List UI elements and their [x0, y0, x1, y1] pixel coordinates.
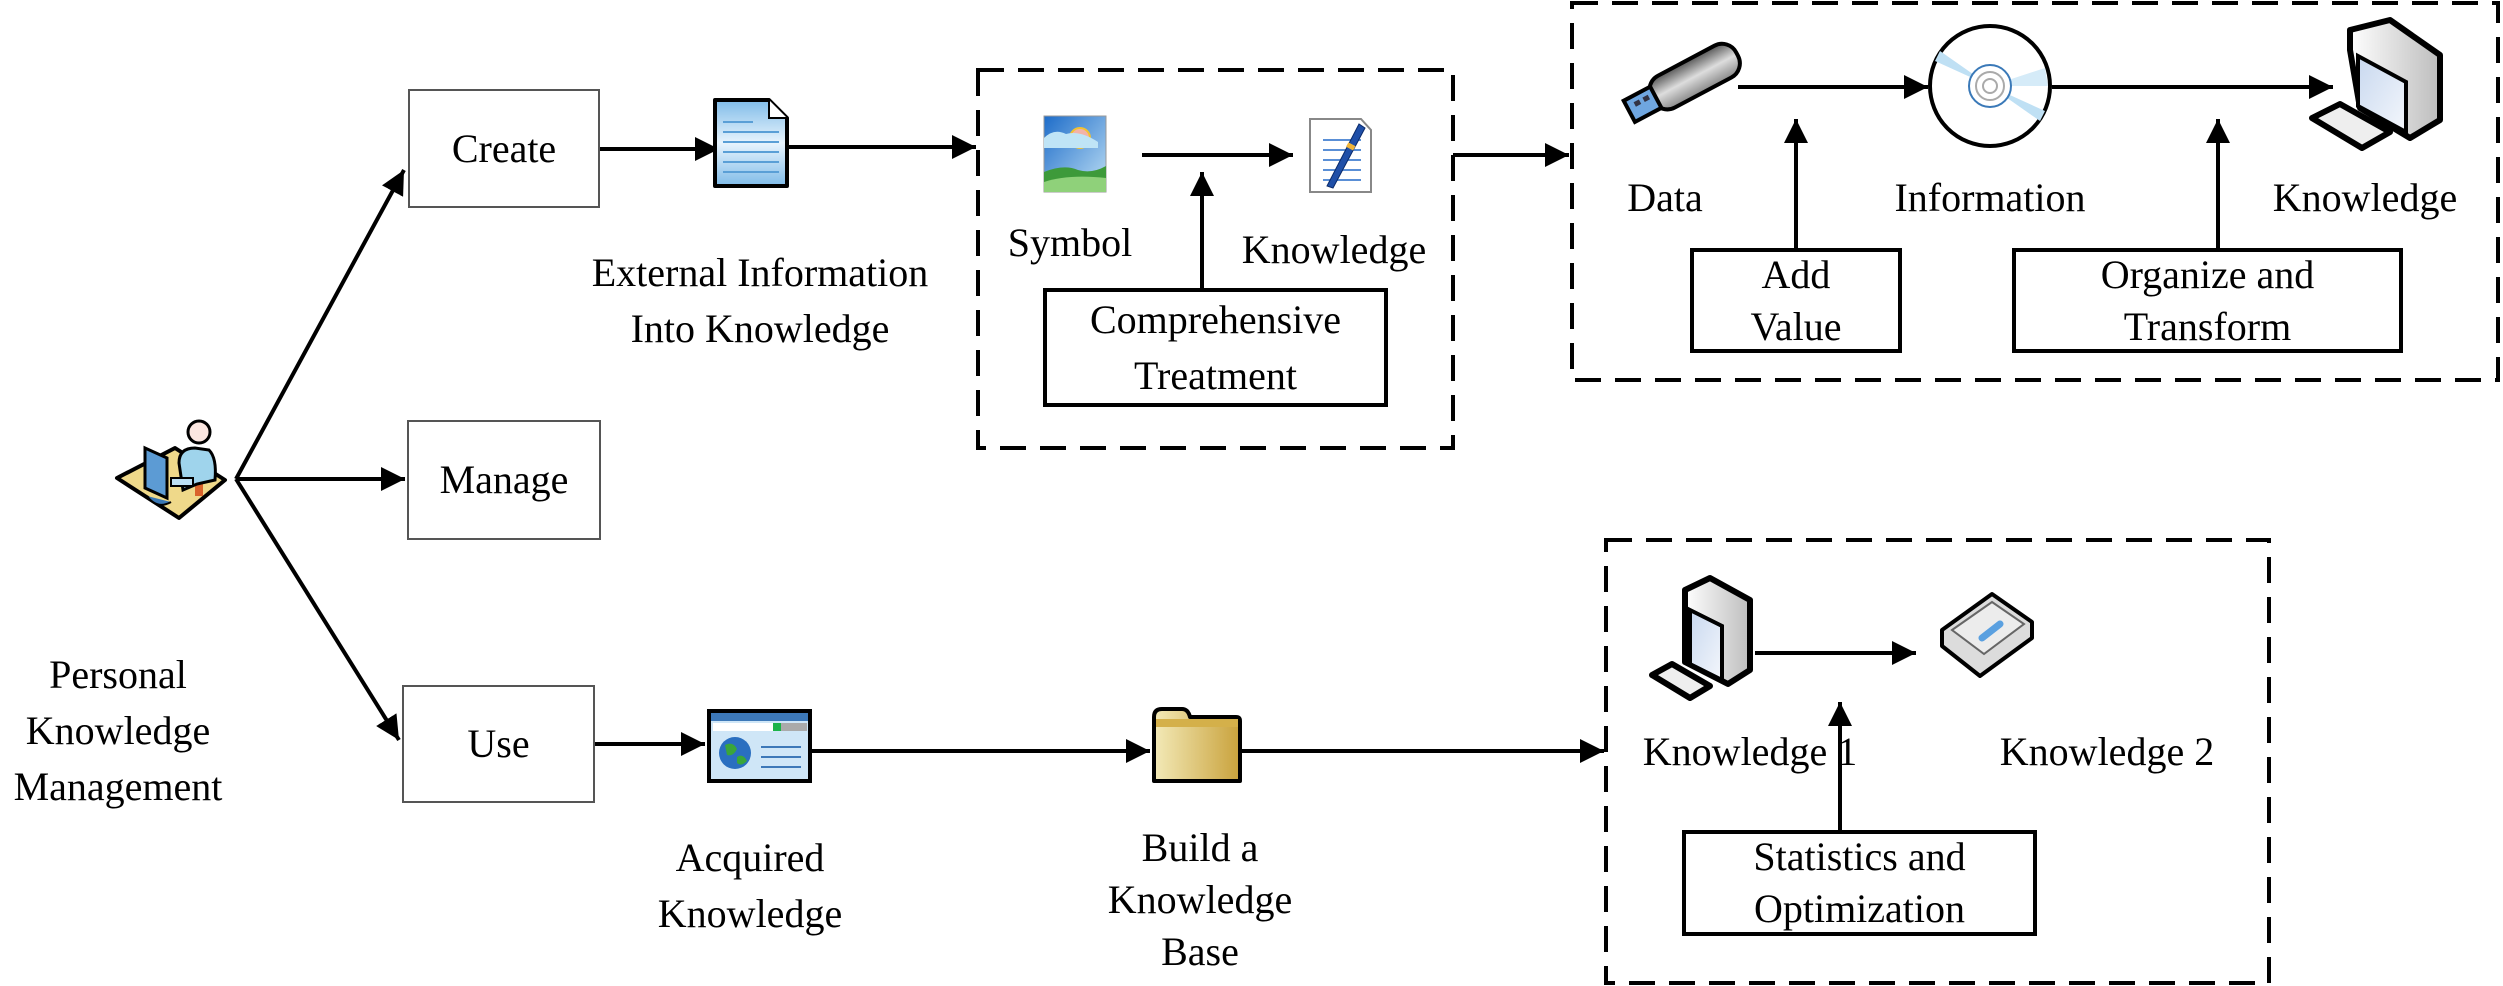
usb-drive-icon [1620, 41, 1742, 125]
arrow-to-create [234, 169, 406, 480]
picture-icon [1043, 115, 1107, 193]
document-icon [713, 98, 789, 188]
knowledge-base-line: Base [1161, 929, 1239, 974]
use-label: Use [467, 721, 530, 766]
add-value-box[interactable]: Add Value [1690, 248, 1902, 353]
root-label-line: Management [13, 764, 223, 809]
add-value-line: Value [1750, 303, 1842, 349]
hard-drive-icon [1940, 592, 2034, 678]
knowledge-1-label: Knowledge 1 [1642, 729, 1858, 774]
use-stage-dashed-group [1604, 538, 2271, 985]
person-at-computer-icon [115, 419, 227, 520]
fan-arrows [234, 169, 406, 742]
add-value-line: Add [1761, 251, 1831, 297]
knowledge-base-line: Knowledge [1107, 877, 1293, 922]
data-label: Data [1627, 175, 1703, 220]
statistics-optimization-line: Optimization [1753, 886, 1966, 931]
use-box[interactable]: Use [402, 685, 595, 803]
organize-transform-line: Organize and [2100, 251, 2315, 297]
comprehensive-treatment-line: Treatment [1134, 352, 1297, 398]
root-label: Personal Knowledge Management [0, 647, 236, 815]
root-label-line: Knowledge [25, 708, 211, 753]
external-information-line: External Information [591, 250, 929, 295]
manage-box[interactable]: Manage [407, 420, 601, 540]
knowledge-base-line: Build a [1141, 825, 1259, 870]
stage1-knowledge-label: Knowledge [1241, 227, 1427, 272]
knowledge-2-label: Knowledge 2 [1999, 729, 2215, 774]
root-label-line: Personal [49, 652, 187, 697]
external-information-label: External Information Into Knowledge [540, 245, 980, 357]
create-label: Create [451, 125, 557, 171]
comprehensive-treatment-box[interactable]: Comprehensive Treatment [1043, 288, 1388, 407]
statistics-optimization-box[interactable]: Statistics and Optimization [1682, 830, 2037, 936]
organize-transform-line: Transform [2123, 303, 2292, 349]
statistics-optimization-line: Statistics and [1753, 834, 1966, 879]
create-box[interactable]: Create [408, 89, 600, 208]
stage1-dashed-group [976, 68, 1455, 450]
comprehensive-treatment-line: Comprehensive [1089, 296, 1342, 342]
organize-transform-box[interactable]: Organize and Transform [2012, 248, 2403, 353]
acquired-knowledge-line: Knowledge [657, 891, 843, 936]
knowledge-base-label: Build a Knowledge Base [1075, 822, 1325, 978]
folder-icon [1152, 707, 1242, 783]
pen-document-icon [1309, 118, 1372, 193]
web-page-icon [707, 709, 812, 783]
desktop-computer-icon [1649, 575, 1753, 701]
arrow-to-use [234, 477, 401, 742]
symbol-label: Symbol [1007, 220, 1133, 265]
desktop-computer-icon [2309, 17, 2443, 151]
external-information-line: Into Knowledge [630, 306, 890, 351]
cd-disc-icon [1928, 24, 2052, 148]
acquired-knowledge-label: Acquired Knowledge [620, 830, 880, 942]
stage2-dashed-group [1570, 1, 2500, 382]
manage-label: Manage [439, 457, 569, 502]
acquired-knowledge-line: Acquired [675, 835, 825, 880]
stage2-knowledge-label: Knowledge [2272, 175, 2458, 220]
information-label: Information [1894, 175, 2086, 220]
